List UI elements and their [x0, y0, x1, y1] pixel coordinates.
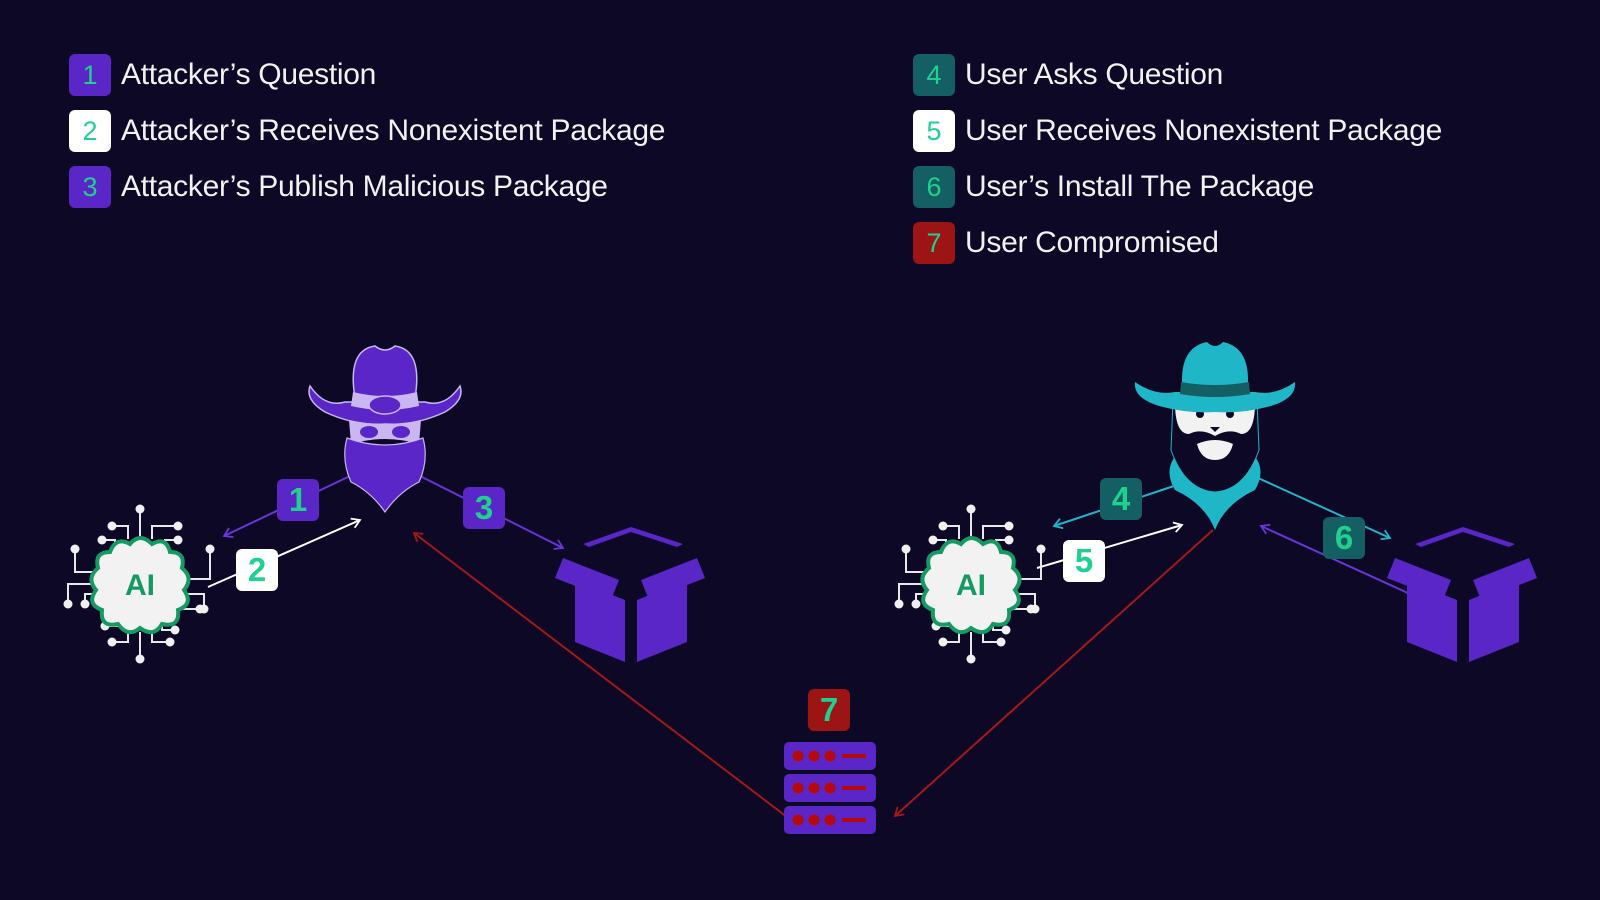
ai-chip-icon-left: AI: [61, 502, 217, 666]
arrow-step-6-in: [1259, 523, 1411, 595]
diagram-step-badge-2: 2: [236, 549, 278, 591]
server-rack-3: [784, 806, 876, 834]
step-badge-3: 3: [69, 166, 111, 208]
user-icon: [1134, 342, 1296, 530]
legend-label-7: User Compromised: [965, 226, 1219, 259]
legend-label-2: Attacker’s Receives Nonexistent Package: [121, 114, 666, 147]
attacker-icon: [308, 345, 462, 514]
step-badge-7: 7: [913, 222, 955, 264]
diagram-step-badge-5: 5: [1063, 540, 1105, 582]
legend-item-1: 1 Attacker’s Question: [69, 54, 665, 96]
legend-item-6: 6 User’s Install The Package: [913, 166, 1442, 208]
arrow-step-7-to-user: [893, 529, 1214, 818]
legend-item-5: 5 User Receives Nonexistent Package: [913, 110, 1442, 152]
legend-label-6: User’s Install The Package: [965, 170, 1315, 203]
legend-item-2: 2 Attacker’s Receives Nonexistent Packag…: [69, 110, 665, 152]
legend-label-4: User Asks Question: [965, 58, 1224, 91]
step-badge-2: 2: [69, 110, 111, 152]
server-rack-2: [784, 774, 876, 802]
server-rack-1: [784, 742, 876, 770]
legend-item-7: 7 User Compromised: [913, 222, 1442, 264]
legend-label-5: User Receives Nonexistent Package: [965, 114, 1442, 147]
step-badge-1: 1: [69, 54, 111, 96]
diagram-step-badge-3: 3: [463, 487, 505, 529]
arrow-step-7-to-attacker: [412, 531, 788, 818]
legend-item-4: 4 User Asks Question: [913, 54, 1442, 96]
diagram-step-badge-7: 7: [808, 689, 850, 731]
arrow-step-2: [207, 517, 362, 588]
legend-attacker: 1 Attacker’s Question 2 Attacker’s Recei…: [69, 54, 665, 222]
ai-chip-icon-right: AI: [892, 502, 1048, 666]
arrow-step-6-out: [1257, 477, 1392, 541]
step-badge-4: 4: [913, 54, 955, 96]
legend-user: 4 User Asks Question 5 User Receives Non…: [913, 54, 1442, 278]
legend-item-3: 3 Attacker’s Publish Malicious Package: [69, 166, 665, 208]
package-icon-left: [555, 527, 705, 662]
legend-label-1: Attacker’s Question: [121, 58, 376, 91]
server-icon: [784, 742, 876, 834]
diagram-step-badge-6: 6: [1323, 517, 1365, 559]
step-badge-5: 5: [913, 110, 955, 152]
ai-label-left: AI: [125, 569, 155, 602]
step-badge-6: 6: [913, 166, 955, 208]
diagram-step-badge-4: 4: [1100, 478, 1142, 520]
package-icon-right: [1387, 527, 1537, 662]
arrow-step-5: [1036, 521, 1184, 569]
legend-label-3: Attacker’s Publish Malicious Package: [121, 170, 608, 203]
ai-label-right: AI: [956, 569, 986, 602]
diagram-step-badge-1: 1: [277, 479, 319, 521]
